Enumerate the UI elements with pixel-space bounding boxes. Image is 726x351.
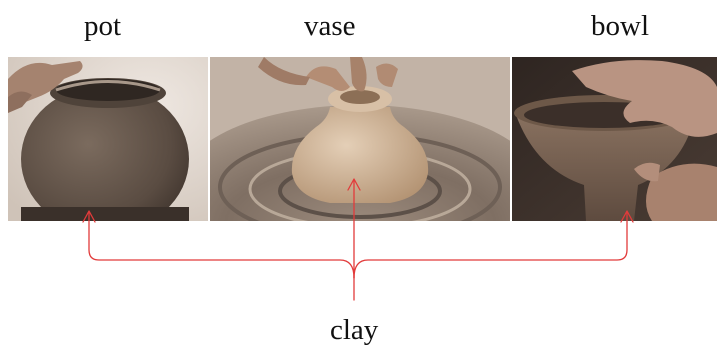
label-vase: vase [304,10,356,42]
bracket-right-line [353,211,628,279]
label-clay: clay [330,314,379,346]
pot-photo [8,57,208,221]
label-bowl: bowl [591,10,649,42]
label-pot: pot [84,10,122,42]
vase-photo [210,57,510,221]
bowl-photo [512,57,717,221]
bracket-left-line [88,211,355,279]
